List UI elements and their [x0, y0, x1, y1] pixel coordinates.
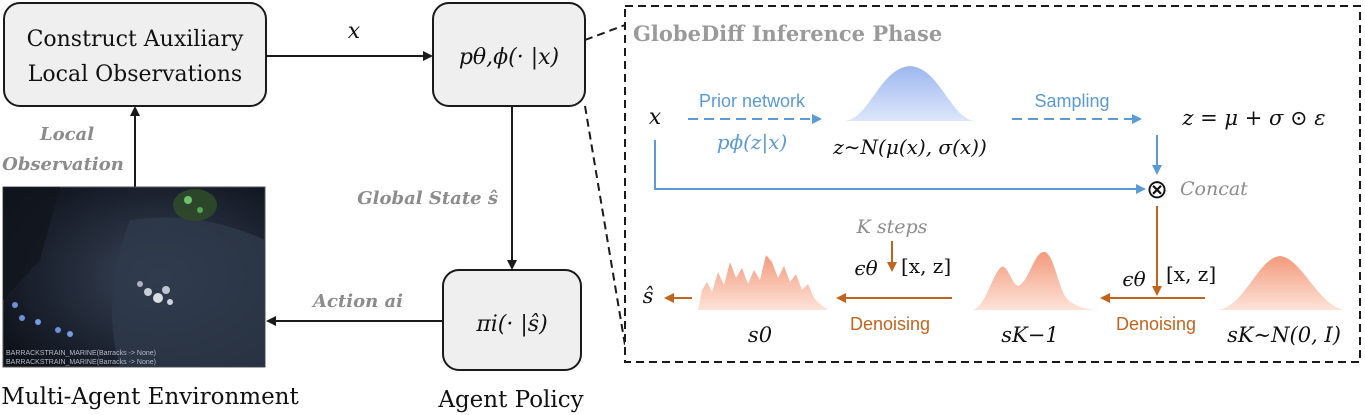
zoom-connector-top	[584, 24, 626, 41]
sampling-label: Sampling	[1034, 91, 1109, 111]
action-label: Action ai	[311, 291, 403, 312]
environment-screenshot: BARRACKSTRAIN_MARINE(Barracks -> None) B…	[2, 186, 266, 368]
policy-formula: πi(· |ŝ)	[475, 312, 547, 337]
environment-caption: Multi-Agent Environment	[1, 384, 299, 410]
condition-1: [x, z]	[901, 254, 951, 278]
construct-observations-box: Construct Auxiliary Local Observations	[3, 2, 267, 107]
denoising-label-1: Denoising	[850, 314, 930, 334]
construct-box-line1: Construct Auxiliary	[27, 27, 244, 52]
reparam-formula: z = μ + σ ⊙ ε	[1181, 106, 1325, 130]
concat-label: Concat	[1180, 178, 1248, 200]
local-observation-label-2: Observation	[2, 154, 124, 175]
environment-log-line1: BARRACKSTRAIN_MARINE(Barracks -> None)	[6, 350, 156, 357]
x-arrow-label: x	[348, 19, 361, 44]
condition-2: [x, z]	[1166, 262, 1216, 286]
construct-box-line2: Local Observations	[28, 62, 242, 87]
sK-label: sK∼N(0, I)	[1227, 323, 1341, 347]
intermediate-distribution-curve	[972, 251, 1095, 310]
x-to-concat-arrow	[654, 140, 1146, 194]
clean-distribution-curve	[698, 255, 828, 310]
zoom-connector-bottom	[584, 105, 626, 346]
sK1-label: sK−1	[1001, 323, 1058, 347]
s0-label: s0	[748, 323, 772, 347]
prior-distribution-label: z∼N(μ(x), σ(x))	[832, 135, 987, 159]
denoising-label-2: Denoising	[1116, 314, 1196, 334]
prior-network-formula: pϕ(z|x)	[717, 130, 788, 155]
local-observation-label-1: Local	[39, 124, 94, 145]
prior-network-label: Prior network	[699, 91, 806, 111]
inference-title: GlobeDiff Inference Phase	[633, 21, 942, 46]
concat-symbol: ⊗	[1146, 174, 1168, 204]
s-hat-output: ŝ	[643, 284, 654, 308]
eps-theta-2: ϵθ	[1122, 267, 1145, 291]
prior-distribution-curve	[845, 66, 975, 121]
inference-x: x	[649, 105, 662, 130]
posterior-box: pθ,ϕ(· |x)	[432, 2, 586, 107]
noise-distribution-curve	[1218, 256, 1345, 310]
posterior-formula: pθ,ϕ(· |x)	[459, 45, 559, 70]
global-state-label: Global State ŝ	[357, 188, 498, 209]
eps-theta-1: ϵθ	[854, 256, 877, 280]
policy-caption: Agent Policy	[437, 387, 583, 413]
k-steps-label: K steps	[856, 216, 928, 238]
environment-log-line2: BARRACKSTRAIN_MARINE(Barracks -> None)	[6, 359, 156, 366]
policy-box: πi(· |ŝ)	[442, 269, 582, 371]
